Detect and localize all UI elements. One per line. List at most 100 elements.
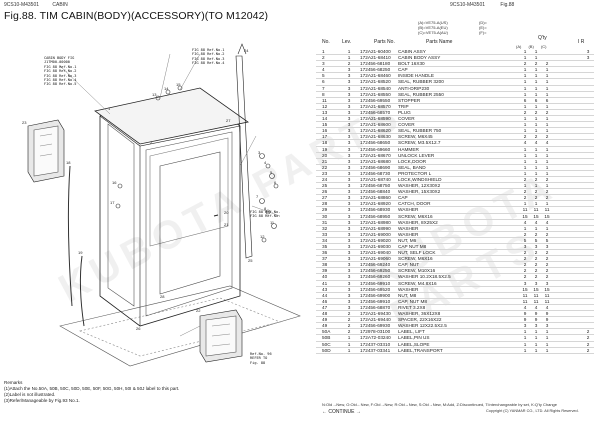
row-qty-c: 1 [545,170,549,176]
row-parts-no: 172A21-68620 [360,128,391,134]
row-qty-b: 1 [534,79,538,85]
row-parts-no: 172A21-68590 [360,116,391,122]
row-qty-a: 1 [523,67,527,73]
row-qty-a: 3 [523,280,527,286]
row-no: 22 [322,164,328,170]
row-parts-name: WASHER 12X22.5X2.5 [398,323,447,329]
qty-col-b: (B) [528,44,534,49]
row-no: 40 [322,274,328,280]
row-no: 15 [322,122,328,128]
row-no: 4 [322,67,325,73]
row-lev: 3 [347,122,351,128]
row-parts-no: 172456-68570 [360,109,391,115]
row-qty-b: 1 [534,73,538,79]
row-parts-no: 172A21-68550 [360,91,391,97]
svg-text:7: 7 [256,194,259,199]
svg-text:22: 22 [196,308,201,313]
row-lev: 3 [347,116,351,122]
row-lev: 3 [347,231,351,237]
row-lev: 3 [347,146,351,152]
row-lev: 3 [347,244,351,249]
continue-nav[interactable]: ← CONTINUE → [322,409,361,415]
row-parts-no: 172456-68840 [360,189,391,195]
row-lev: 3 [347,91,351,97]
row-qty-a: 1 [523,49,527,54]
svg-text:11: 11 [270,220,275,225]
model-header: 9CS10-M43501 CABIN [4,2,80,8]
callout-bottom: Ref.No. 96 REFER TO Fig. 88 [250,352,272,365]
row-remark: 2 [586,335,590,341]
row-qty-a: 11 [522,298,528,304]
row-parts-name: PROTECTOR L [398,170,432,176]
row-qty-c: 1 [545,67,549,73]
row-no: 35 [322,244,328,249]
row-qty-b: 1 [534,347,538,353]
header-parts-no: Parts No. [374,39,395,45]
row-qty-b: 2 [534,195,538,201]
row-parts-no: 172456-68950 [360,213,391,219]
row-qty-b: 1 [534,225,538,231]
row-parts-no: 172456-68690 [360,164,391,170]
row-no: 6 [322,79,325,85]
row-qty-a: 1 [523,128,527,134]
row-qty-c: 1 [545,91,549,97]
row-no: 3 [322,61,325,67]
row-no: 41 [322,280,328,286]
svg-text:6: 6 [274,180,277,185]
row-qty-c: 2 [545,256,549,262]
row-qty-b: 2 [534,256,538,262]
row-qty-a: 2 [523,195,527,201]
model-legend-b: (D)= (E)= (F)= [479,20,487,35]
